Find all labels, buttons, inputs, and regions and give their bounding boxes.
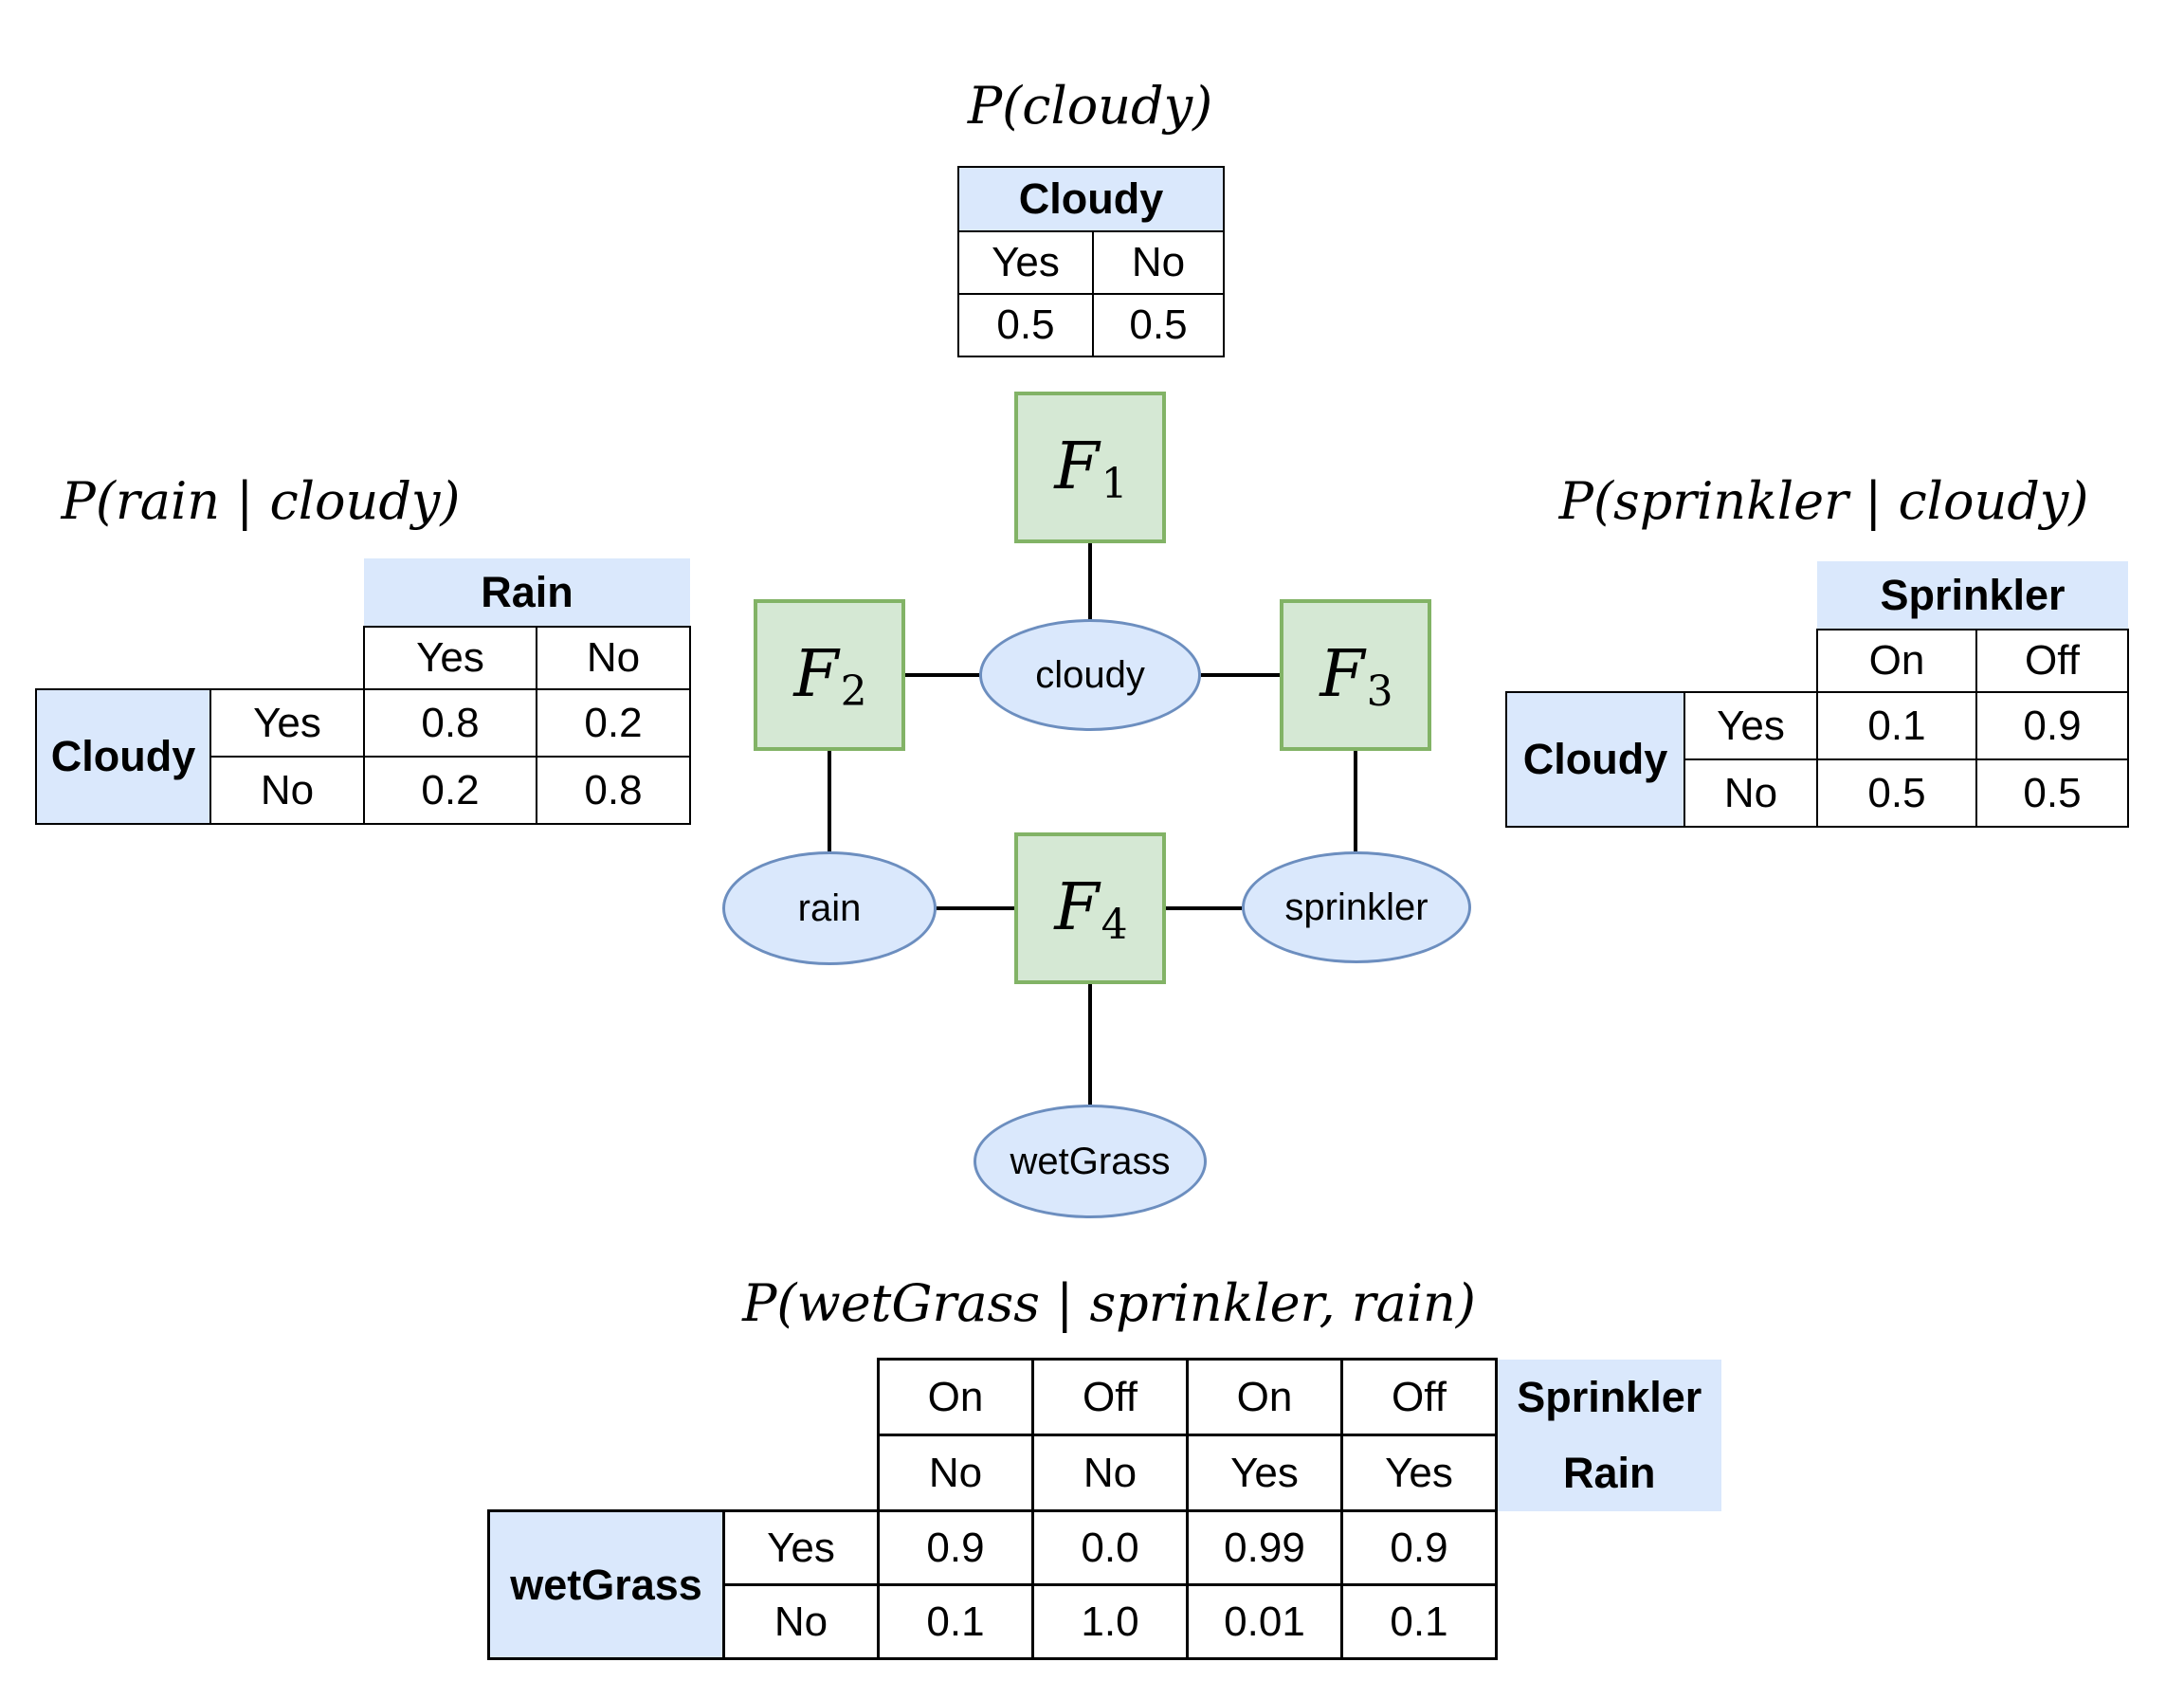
sprinkler-table-col-on: On (1816, 629, 1977, 693)
wetgrass-table-value: 0.9 (877, 1509, 1034, 1586)
wetgrass-table-parent-sprinkler: Sprinkler (1517, 1372, 1702, 1421)
edge-f2-cloudy (905, 673, 979, 677)
sprinkler-table-cond-header: Cloudy (1505, 691, 1685, 828)
wetgrass-table-row-label: No (722, 1583, 880, 1660)
wetgrass-table-cond-header: wetGrass (487, 1509, 725, 1660)
sprinkler-table-value: 0.1 (1816, 691, 1977, 760)
wetgrass-table-parent-rain: Rain (1562, 1448, 1656, 1497)
wetgrass-table-sprinkler-state: Off (1340, 1358, 1498, 1436)
rain-table-value: 0.2 (536, 688, 691, 758)
factor-subscript-f1: 1 (1101, 460, 1128, 508)
cloudy-table-col-yes: Yes (957, 230, 1094, 295)
sprinkler-table-value: 0.5 (1975, 758, 2129, 828)
variable-node-cloudy: cloudy (979, 619, 1201, 731)
wetgrass-table-value: 0.1 (877, 1583, 1034, 1660)
wetgrass-table-rain-state: No (877, 1434, 1034, 1512)
wetgrass-table-parents-header: Sprinkler Rain (1496, 1359, 1721, 1511)
cloudy-table-value: 0.5 (957, 293, 1094, 357)
sprinkler-table-row-label: No (1684, 758, 1818, 828)
variable-node-sprinkler: sprinkler (1242, 851, 1471, 963)
rain-table-var-header: Rain (364, 558, 690, 627)
factor-label-f4: F (1054, 870, 1100, 945)
sprinkler-table-value: 0.5 (1816, 758, 1977, 828)
sprinkler-table-value: 0.9 (1975, 691, 2129, 760)
factor-subscript-f4: 4 (1101, 901, 1128, 949)
wetgrass-table-rain-state: No (1031, 1434, 1189, 1512)
wetgrass-table-value: 0.01 (1186, 1583, 1343, 1660)
wetgrass-table-value: 0.0 (1031, 1509, 1189, 1586)
factor-subscript-f3: 3 (1366, 667, 1393, 716)
wetgrass-table-value: 0.99 (1186, 1509, 1343, 1586)
edge-f1-cloudy (1088, 543, 1092, 621)
variable-label-wetgrass: wetGrass (1010, 1140, 1171, 1182)
wetgrass-table-sprinkler-state: On (1186, 1358, 1343, 1436)
rain-table-empty-corner (36, 558, 364, 689)
wetgrass-table-row-label: Yes (722, 1509, 880, 1586)
title-p-rain: P(rain | cloudy) (61, 471, 461, 531)
cpt-table-rain: Rain Yes No Cloudy Yes 0.8 0.2 No 0.2 0.… (35, 558, 691, 825)
variable-label-rain: rain (797, 886, 862, 929)
title-p-sprinkler: P(sprinkler | cloudy) (1558, 471, 2089, 531)
factor-label-f2: F (793, 637, 839, 712)
rain-table-value: 0.8 (363, 688, 537, 758)
sprinkler-table-row-label: Yes (1684, 691, 1818, 760)
wetgrass-table-value: 0.9 (1340, 1509, 1498, 1586)
variable-label-cloudy: cloudy (1035, 653, 1145, 696)
edge-cloudy-f3 (1201, 673, 1280, 677)
title-p-cloudy: P(cloudy) (967, 76, 1213, 136)
wetgrass-table-sprinkler-state: Off (1031, 1358, 1189, 1436)
rain-table-row-label: Yes (209, 688, 365, 758)
sprinkler-table-col-off: Off (1975, 629, 2129, 693)
rain-table-value: 0.2 (363, 756, 537, 825)
cpt-table-wetgrass: On Off On Off Sprinkler Rain No No Yes Y… (487, 1358, 1721, 1660)
factor-label-f1: F (1054, 429, 1100, 504)
rain-table-col-no: No (536, 626, 691, 690)
variable-node-wetgrass: wetGrass (974, 1105, 1207, 1218)
edge-f4-sprinkler (1166, 906, 1242, 910)
cpt-table-sprinkler: Sprinkler On Off Cloudy Yes 0.1 0.9 No 0… (1505, 561, 2129, 828)
variable-label-sprinkler: sprinkler (1284, 886, 1429, 928)
rain-table-value: 0.8 (536, 756, 691, 825)
cpt-table-cloudy: Cloudy Yes No 0.5 0.5 (957, 166, 1225, 357)
rain-table-cond-header: Cloudy (35, 688, 211, 825)
cloudy-table-header: Cloudy (957, 166, 1225, 232)
edge-f2-rain (828, 751, 831, 851)
wetgrass-table-rain-state: Yes (1186, 1434, 1343, 1512)
edge-rain-f4 (937, 906, 1014, 910)
title-p-wetgrass: P(wetGrass | sprinkler, rain) (742, 1273, 1476, 1333)
edge-f4-wetgrass (1088, 984, 1092, 1105)
factor-label-f3: F (1320, 637, 1365, 712)
variable-node-rain: rain (722, 851, 937, 965)
edge-f3-sprinkler (1354, 751, 1357, 851)
wetgrass-table-value: 1.0 (1031, 1583, 1189, 1660)
cloudy-table-col-no: No (1092, 230, 1225, 295)
cloudy-table-value: 0.5 (1092, 293, 1225, 357)
sprinkler-table-empty-corner (1506, 561, 1817, 692)
wetgrass-table-empty-right (1496, 1510, 1721, 1659)
wetgrass-table-rain-state: Yes (1340, 1434, 1498, 1512)
factor-subscript-f2: 2 (840, 667, 867, 716)
wetgrass-table-value: 0.1 (1340, 1583, 1498, 1660)
rain-table-row-label: No (209, 756, 365, 825)
wetgrass-table-sprinkler-state: On (877, 1358, 1034, 1436)
sprinkler-table-var-header: Sprinkler (1817, 561, 2128, 630)
wetgrass-table-empty-corner (488, 1359, 879, 1511)
rain-table-col-yes: Yes (363, 626, 537, 690)
